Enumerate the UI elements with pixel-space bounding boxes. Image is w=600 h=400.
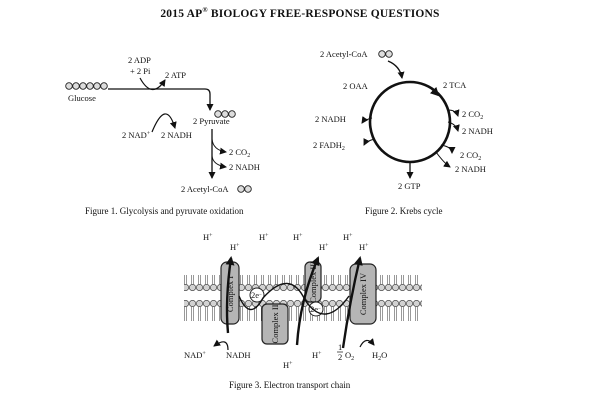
fadh-arrow — [363, 138, 376, 146]
pyruvate-molecule-icon — [214, 110, 236, 118]
figure-2-caption: Figure 2. Krebs cycle — [365, 206, 442, 216]
water-label: H2O — [372, 350, 387, 362]
oaa-label: 2 OAA — [343, 81, 369, 91]
oxygen-label: O2 — [345, 350, 354, 362]
h-matrix-2: H+ — [312, 350, 322, 360]
half-numerator: 1 — [338, 342, 342, 352]
proton-pump-arrow-1 — [225, 256, 235, 334]
tca-label: 2 TCA — [443, 80, 467, 90]
complex-iii-label: Complex III — [308, 261, 318, 303]
electron-label-2: 2e− — [310, 304, 321, 314]
adp-label: 2 ADP — [128, 55, 151, 65]
h-matrix-1: H+ — [283, 360, 293, 370]
nad-label: 2 NAD+ — [122, 130, 151, 140]
complex-i-label: Complex I — [225, 276, 235, 312]
cycle-direction-arrow — [429, 86, 440, 97]
electron-label-1: 2e− — [251, 290, 262, 300]
h-label-3: H+ — [259, 232, 269, 242]
co2-a-arrow — [447, 109, 460, 117]
nadh-b-arrow — [435, 151, 451, 168]
figure-3-caption: Figure 3. Electron transport chain — [229, 380, 351, 390]
co2-label: 2 CO2 — [229, 147, 250, 159]
glucose-label: Glucose — [68, 93, 96, 103]
pi-label: + 2 Pi — [130, 66, 151, 76]
proton-pump-arrow-2 — [295, 256, 320, 346]
acetyl-entry-arrow — [387, 60, 405, 79]
nadh-left-arrow — [361, 116, 373, 124]
water-formation-arrow — [359, 338, 375, 348]
h-label-2: H+ — [230, 242, 240, 252]
nadh-a-label: 2 NADH — [462, 126, 493, 136]
co2-b-label: 2 CO2 — [460, 150, 481, 162]
electron-path — [238, 282, 350, 315]
nadh-arrow — [151, 113, 177, 133]
nadh2-branch-arrow — [211, 155, 227, 170]
co2-a-label: 2 CO2 — [462, 109, 483, 121]
acetyl-coa-input-label: 2 Acetyl-CoA — [320, 49, 368, 59]
nadh-left-label: 2 NADH — [315, 114, 346, 124]
nadh2-label: 2 NADH — [229, 162, 260, 172]
atp-label: 2 ATP — [165, 70, 186, 80]
electron-carrier-1 — [249, 287, 265, 303]
h-label-4: H+ — [293, 232, 303, 242]
nadh-b-label: 2 NADH — [455, 164, 486, 174]
proton-pump-arrow-3 — [341, 256, 363, 349]
figure-2-krebs-cycle: 2 Acetyl-CoA 2 OAA 2 TCA 2 CO2 2 NADH 2 … — [313, 49, 493, 216]
acetyl-coa-label: 2 Acetyl-CoA — [181, 184, 229, 194]
complex-iv-label: Complex IV — [358, 272, 368, 315]
glucose-molecule-icon — [65, 82, 108, 90]
h-label-1: H+ — [203, 232, 213, 242]
figure-1-caption: Figure 1. Glycolysis and pyruvate oxidat… — [85, 206, 244, 216]
nadh-label: 2 NADH — [161, 130, 192, 140]
nadh-a-arrow — [447, 121, 460, 132]
pyruvate-label: 2 Pyruvate — [193, 116, 230, 126]
half-denominator: 2 — [338, 352, 342, 362]
acetyl-coa-input-icon — [378, 50, 393, 58]
nad-plus-label: NAD+ — [184, 350, 206, 360]
glycolysis-arrow — [108, 88, 214, 111]
co2-b-arrow — [440, 144, 456, 154]
complex-iv — [349, 263, 377, 325]
co2-branch-arrow — [211, 138, 227, 155]
atp-arrow — [139, 77, 166, 91]
nadh-oxidation-arrow — [213, 339, 229, 351]
complex-ii — [261, 303, 289, 345]
nadh-label: NADH — [226, 350, 251, 360]
figure-3-electron-transport-chain: H+ H+ H+ H+ H+ H+ H+ Complex I Complex I… — [184, 232, 422, 390]
h-label-7: H+ — [359, 242, 369, 252]
complex-ii-label: Complex II — [270, 304, 280, 343]
h-label-5: H+ — [319, 242, 329, 252]
acetyl-coa-molecule-icon — [237, 185, 252, 193]
page-title: 2015 AP® BIOLOGY FREE-RESPONSE QUESTIONS — [160, 6, 440, 20]
gtp-label: 2 GTP — [398, 181, 421, 191]
fadh-label: 2 FADH2 — [313, 140, 345, 152]
figure-1-glycolysis: Glucose 2 ADP + 2 Pi 2 ATP 2 NAD+ 2 NADH… — [65, 55, 260, 216]
h-label-6: H+ — [343, 232, 353, 242]
